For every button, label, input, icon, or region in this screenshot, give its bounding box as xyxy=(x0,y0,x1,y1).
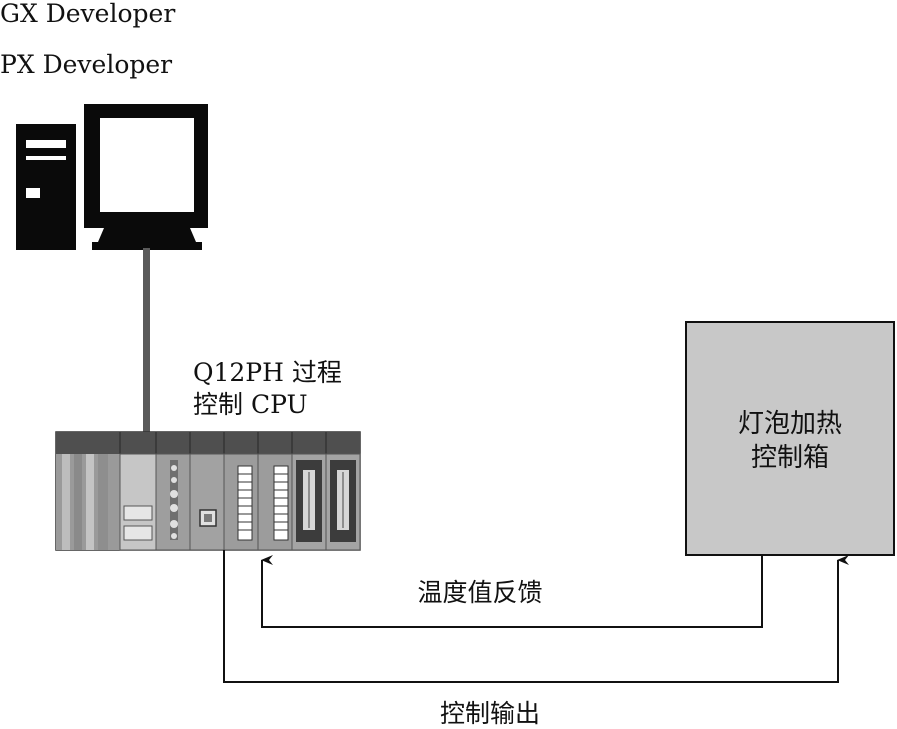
cpu-module xyxy=(119,453,157,551)
plc-label-line1: Q12PH 过程 xyxy=(193,358,342,387)
software-label-px: PX Developer xyxy=(0,50,172,79)
terminal-module-a xyxy=(223,453,259,551)
control-box xyxy=(685,321,895,556)
control-box-label-line2: 控制箱 xyxy=(751,443,829,473)
terminal-module-b xyxy=(257,453,293,551)
monitor-icon xyxy=(84,104,208,250)
computer-tower-icon xyxy=(16,124,76,250)
communication-cable xyxy=(143,248,150,540)
software-label-gx: GX Developer xyxy=(0,0,175,28)
power-supply-module xyxy=(56,454,120,550)
io-module-2 xyxy=(189,453,225,551)
control-box-label-line1: 灯泡加热 xyxy=(738,409,842,439)
output-arrow xyxy=(223,550,849,683)
feedback-arrow xyxy=(261,555,763,628)
feedback-label: 温度值反馈 xyxy=(417,578,542,607)
plc-label-line2: 控制 CPU xyxy=(193,390,308,419)
connector-module-d xyxy=(325,453,361,551)
connector-module-c xyxy=(291,453,327,551)
output-label: 控制输出 xyxy=(440,699,540,728)
io-module-1 xyxy=(155,453,191,551)
plc-rack xyxy=(55,431,361,551)
